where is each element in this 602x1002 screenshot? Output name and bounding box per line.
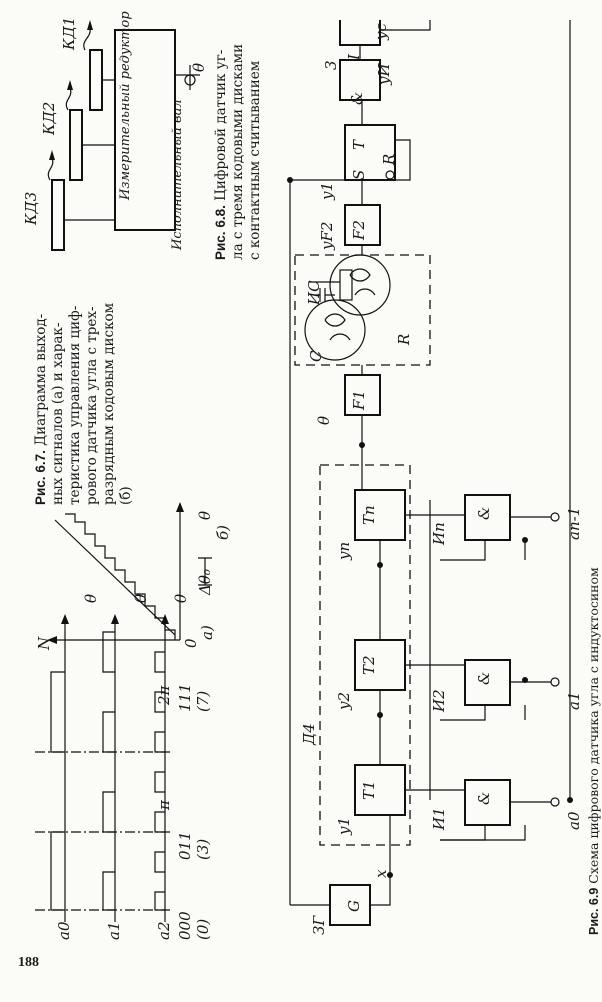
- label-r-in: R: [380, 153, 398, 165]
- caption-6-8-line-1: Цифровой датчик уг-: [213, 49, 229, 201]
- label-tn: Tn: [360, 505, 378, 525]
- caption-fig-6-8: Рис. 6.8. Цифровой датчик уг- ла с тремя…: [212, 44, 264, 260]
- caption-6-7-line-5: разрядным кодовым диском: [101, 302, 117, 505]
- axis-label-N: N: [35, 636, 53, 650]
- label-and-1: И1: [430, 807, 448, 830]
- code-3: (3): [194, 838, 212, 860]
- caption-6-9-lead: Рис. 6.9: [587, 887, 601, 935]
- label-theta-is: θ: [315, 415, 333, 425]
- label-y1-out: y1: [335, 816, 353, 835]
- figure-6-9-schematic: [287, 20, 573, 926]
- label-d4: Д4: [300, 723, 318, 745]
- caption-6-8-lead: Рис. 6.8.: [213, 205, 228, 260]
- label-theta-shaft: θ: [190, 62, 208, 72]
- tick-pi: π: [155, 800, 173, 810]
- signal-label-a2: a2: [155, 921, 173, 941]
- counter-d4-frame: [319, 464, 411, 846]
- page-number: 188: [18, 955, 39, 970]
- signal-label-a1: a1: [105, 921, 123, 941]
- label-t2: T2: [360, 655, 378, 675]
- figure-6-8-code-disks: [47, 20, 200, 251]
- label-t: T: [350, 139, 368, 150]
- label-yn-out: yn: [335, 541, 353, 560]
- caption-fig-6-7: Рис. 6.7. Диаграмма выход- ных сигналов …: [32, 303, 135, 505]
- caption-6-7-line-1: Диаграмма выход-: [33, 313, 49, 446]
- label-t1: T1: [360, 780, 378, 800]
- figure-6-7a-waveforms: [35, 614, 170, 922]
- label-y2-out: y2: [335, 691, 353, 710]
- label-a0-out: a0: [565, 811, 583, 831]
- label-kd3: КД3: [22, 191, 40, 225]
- label-yi: yИ: [375, 63, 393, 85]
- label-and-2: И2: [430, 689, 448, 712]
- axis-label-theta: θ: [196, 510, 214, 520]
- label-y1-ff: y1: [318, 181, 336, 200]
- label-r: R: [395, 333, 413, 345]
- code-7: (7): [194, 690, 212, 712]
- label-kd1: КД1: [60, 16, 78, 50]
- caption-6-8-line-3: с контактным считыванием: [247, 60, 263, 260]
- label-a1-out: a1: [565, 691, 583, 711]
- caption-6-7-line-3: теристика управления циф-: [67, 305, 83, 505]
- and-sym-1: &: [475, 791, 493, 805]
- flipflop-str: [344, 124, 396, 181]
- label-f1: F1: [350, 390, 368, 410]
- label-block-3: 3: [322, 60, 340, 70]
- label-shaft: Исполнительный вал: [170, 99, 185, 250]
- caption-fig-6-9: Рис. 6.9 Схема цифрового датчика угла с …: [585, 567, 602, 935]
- panel-label-b: б): [214, 524, 232, 540]
- figure-6-7b-staircase: [47, 502, 212, 644]
- caption-6-7-lead: Рис. 6.7.: [33, 450, 48, 505]
- label-yc: yc: [372, 23, 390, 40]
- code-111: 111: [176, 683, 194, 712]
- label-kd2: КД2: [40, 101, 58, 135]
- caption-6-7-line-4: рового датчика угла с трех-: [84, 306, 100, 505]
- origin-zero: 0: [182, 638, 200, 648]
- label-f2: F2: [350, 220, 368, 240]
- code-0: (0): [194, 918, 212, 940]
- label-x: x: [372, 869, 390, 878]
- label-g: G: [345, 900, 363, 912]
- tick-2pi: 2π: [155, 685, 173, 705]
- code-011: 011: [176, 831, 194, 860]
- label-integrator: I: [345, 54, 363, 60]
- label-yf2: yF2: [318, 221, 336, 250]
- label-zg: ЗГ: [310, 915, 328, 935]
- signal-label-a0: a0: [55, 921, 73, 941]
- label-c: C: [307, 350, 325, 362]
- label-is: ИС: [305, 280, 323, 305]
- label-s: S: [350, 169, 368, 180]
- and-sym-2: &: [475, 671, 493, 685]
- caption-6-7-line-6: (б): [118, 486, 134, 505]
- caption-6-7-line-2: ных сигналов (а) и харак-: [50, 322, 66, 505]
- label-and-out: &: [348, 91, 366, 105]
- caption-6-9-text: Схема цифрового датчика угла с индуктоси…: [586, 567, 601, 884]
- caption-6-8-line-2: ла с тремя кодовыми дисками: [230, 43, 246, 260]
- code-000: 000: [176, 911, 194, 940]
- inductosyn-frame: [294, 254, 431, 366]
- label-reducer: Измерительный редуктор: [118, 11, 133, 200]
- label-an-1-out: an-1: [565, 506, 583, 540]
- label-and-n: Иn: [430, 522, 448, 545]
- and-sym-n: &: [475, 506, 493, 520]
- step-delta-theta: Δθ₀: [196, 569, 214, 595]
